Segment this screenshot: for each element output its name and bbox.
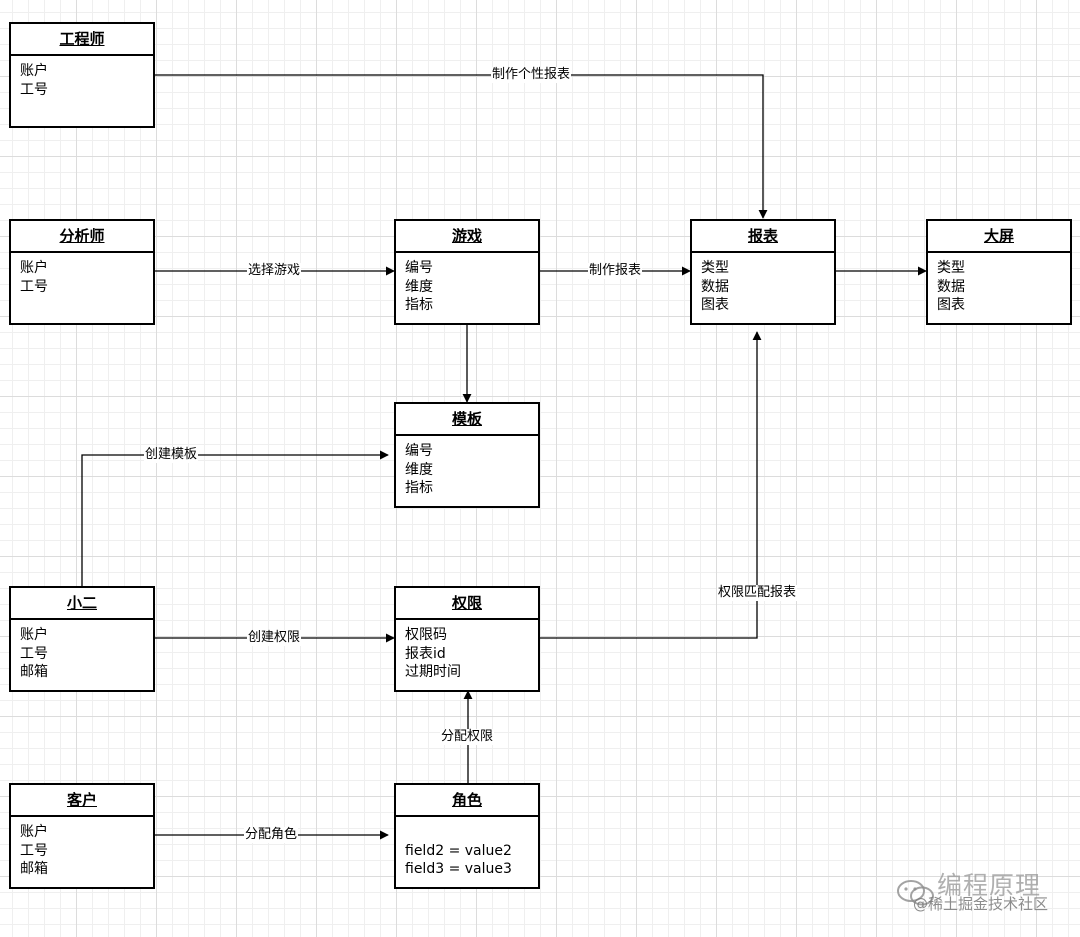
attr-email: 邮箱 xyxy=(20,861,48,877)
attr-metric: 指标 xyxy=(405,297,433,313)
entity-title: 角色 xyxy=(396,785,538,817)
edge-label-role-permission: 分配权限 xyxy=(439,729,495,745)
watermark: 编程原理 @稀土掘金技术社区 xyxy=(893,872,1078,932)
edge-label-analyst-game: 选择游戏 xyxy=(246,263,302,279)
attr-id: 编号 xyxy=(405,443,433,459)
entity-title: 小二 xyxy=(11,588,153,620)
entity-attrs: 编号 维度 指标 xyxy=(396,436,538,498)
edge-label-permission-report: 权限匹配报表 xyxy=(716,585,798,601)
entity-role[interactable]: 角色 field2 = value2 field3 = value3 xyxy=(394,783,540,889)
edge-label-customer-role: 分配角色 xyxy=(243,827,299,843)
edge-engineer-report xyxy=(154,74,768,219)
attr-account: 账户 xyxy=(20,63,48,79)
edge-permission-report xyxy=(539,331,762,639)
attr-employee-id: 工号 xyxy=(20,842,48,859)
entity-attrs: 编号 维度 指标 xyxy=(396,253,538,315)
attr-id: 编号 xyxy=(405,260,433,276)
entity-title: 游戏 xyxy=(396,221,538,253)
attr-report-id: 报表id xyxy=(405,645,446,662)
attr-chart: 图表 xyxy=(937,297,965,313)
entity-customer[interactable]: 客户 账户 工号 邮箱 xyxy=(9,783,155,889)
attr-dimension: 维度 xyxy=(405,461,433,478)
entity-title: 报表 xyxy=(692,221,834,253)
attr-account: 账户 xyxy=(20,260,48,276)
entity-title: 分析师 xyxy=(11,221,153,253)
entity-attrs: 类型 数据 图表 xyxy=(692,253,834,315)
attr-type: 类型 xyxy=(701,260,729,276)
attr-dimension: 维度 xyxy=(405,278,433,295)
watermark-community: @稀土掘金技术社区 xyxy=(913,895,1049,913)
entity-permission[interactable]: 权限 权限码 报表id 过期时间 xyxy=(394,586,540,692)
entity-template[interactable]: 模板 编号 维度 指标 xyxy=(394,402,540,508)
entity-attrs: 类型 数据 图表 xyxy=(928,253,1070,315)
entity-attrs: 账户 工号 xyxy=(11,56,153,99)
attr-type: 类型 xyxy=(937,260,965,276)
entity-bigscreen[interactable]: 大屏 类型 数据 图表 xyxy=(926,219,1072,325)
attr-field2: field2 = value2 xyxy=(405,842,512,859)
attr-account: 账户 xyxy=(20,627,48,643)
attr-metric: 指标 xyxy=(405,480,433,496)
entity-attrs: 权限码 报表id 过期时间 xyxy=(396,620,538,682)
entity-game[interactable]: 游戏 编号 维度 指标 xyxy=(394,219,540,325)
edge-label-xiaoer-template: 创建模板 xyxy=(143,447,199,463)
attr-data: 数据 xyxy=(937,278,965,295)
attr-empty xyxy=(405,823,530,842)
watermark-account-name: 编程原理 xyxy=(937,871,1042,900)
attr-chart: 图表 xyxy=(701,297,729,313)
attr-employee-id: 工号 xyxy=(20,278,48,295)
entity-title: 模板 xyxy=(396,404,538,436)
attr-email: 邮箱 xyxy=(20,664,48,680)
attr-account: 账户 xyxy=(20,824,48,840)
entity-attrs: 账户 工号 邮箱 xyxy=(11,620,153,682)
attr-data: 数据 xyxy=(701,278,729,295)
entity-title: 大屏 xyxy=(928,221,1070,253)
entity-attrs: field2 = value2 field3 = value3 xyxy=(396,817,538,879)
entity-title: 客户 xyxy=(11,785,153,817)
edge-xiaoer-template xyxy=(81,450,389,586)
edge-label-engineer-report: 制作个性报表 xyxy=(490,67,572,83)
attr-employee-id: 工号 xyxy=(20,81,48,98)
edge-label-xiaoer-permission: 创建权限 xyxy=(246,630,302,646)
entity-title: 权限 xyxy=(396,588,538,620)
entity-attrs: 账户 工号 xyxy=(11,253,153,296)
entity-title: 工程师 xyxy=(11,24,153,56)
attr-expiry-time: 过期时间 xyxy=(405,664,461,680)
entity-report[interactable]: 报表 类型 数据 图表 xyxy=(690,219,836,325)
entity-analyst[interactable]: 分析师 账户 工号 xyxy=(9,219,155,325)
entity-xiaoer[interactable]: 小二 账户 工号 邮箱 xyxy=(9,586,155,692)
edge-label-game-report: 制作报表 xyxy=(587,263,643,279)
attr-field3: field3 = value3 xyxy=(405,861,512,877)
wechat-icon xyxy=(897,880,934,906)
attr-permission-code: 权限码 xyxy=(405,627,447,643)
entity-engineer[interactable]: 工程师 账户 工号 xyxy=(9,22,155,128)
entity-attrs: 账户 工号 邮箱 xyxy=(11,817,153,879)
attr-employee-id: 工号 xyxy=(20,645,48,662)
